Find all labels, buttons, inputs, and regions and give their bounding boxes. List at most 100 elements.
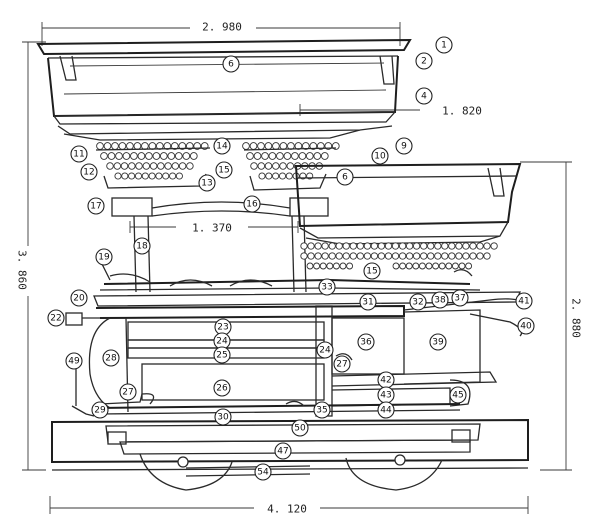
bracket-bead bbox=[118, 142, 127, 150]
bracket-bead bbox=[113, 162, 122, 170]
callout-number: 29 bbox=[94, 406, 106, 416]
callout-circle bbox=[363, 262, 381, 280]
callout-number: 17 bbox=[90, 202, 101, 212]
callout-12: 12 bbox=[80, 163, 98, 181]
callout-circle bbox=[291, 419, 309, 437]
bracket-bead bbox=[313, 152, 322, 160]
lower-roof bbox=[294, 162, 522, 245]
bracket-bead bbox=[170, 142, 179, 150]
bracket-bead bbox=[178, 162, 187, 170]
callout-circle bbox=[333, 355, 351, 373]
bracket-bead bbox=[164, 162, 172, 170]
bracket-bead bbox=[309, 142, 318, 150]
callout-number: 27 bbox=[122, 388, 133, 398]
bracket-bead bbox=[264, 142, 273, 150]
callout-40: 40 bbox=[517, 317, 535, 335]
callout-39: 39 bbox=[429, 333, 447, 351]
callout-number: 4 bbox=[421, 92, 427, 102]
callout-circle bbox=[357, 333, 375, 351]
callout-number: 32 bbox=[412, 298, 423, 308]
callout-number: 38 bbox=[434, 296, 446, 306]
bracket-bead bbox=[276, 152, 284, 160]
bracket-bead bbox=[441, 242, 449, 250]
bracket-bead bbox=[427, 242, 435, 250]
dimension-total-height: 3. 860 bbox=[14, 41, 46, 471]
bracket-bead bbox=[346, 262, 354, 270]
dim-upper-right-label: 1. 820 bbox=[442, 105, 482, 118]
callout-number: 9 bbox=[401, 142, 407, 152]
bracket-bead bbox=[182, 152, 191, 160]
callout-number: 15 bbox=[218, 166, 229, 176]
bracket-bead bbox=[384, 252, 393, 260]
bracket-bead bbox=[264, 162, 273, 170]
callout-circle bbox=[415, 52, 433, 70]
callout-number: 45 bbox=[452, 391, 463, 401]
bracket-bead bbox=[405, 252, 414, 260]
bracket-bead bbox=[272, 142, 280, 150]
callout-44: 44 bbox=[377, 401, 395, 419]
callout-14: 14 bbox=[213, 137, 231, 155]
bracket-bead bbox=[265, 172, 273, 180]
callout-circle bbox=[431, 291, 449, 309]
bracket-bead bbox=[405, 262, 413, 270]
callout-6: 6 bbox=[336, 168, 354, 186]
bracket-bead bbox=[111, 142, 119, 150]
bracket-bead bbox=[451, 262, 459, 270]
bracket-bead bbox=[257, 162, 266, 170]
dim-base-width-label: 4. 120 bbox=[267, 503, 307, 516]
callout-number: 15 bbox=[366, 267, 377, 277]
callout-circle bbox=[377, 401, 395, 419]
bracket-bead bbox=[307, 242, 315, 250]
bracket-bead bbox=[189, 152, 198, 160]
bracket-bead bbox=[445, 262, 453, 270]
callout-22: 22 bbox=[47, 309, 65, 327]
bracket-bead bbox=[175, 172, 183, 180]
bracket-bead bbox=[305, 152, 314, 160]
callout-17: 17 bbox=[87, 197, 105, 215]
callout-number: 33 bbox=[321, 283, 332, 293]
bracket-bead bbox=[121, 172, 129, 180]
bracket-bead bbox=[107, 152, 116, 160]
bracket-bead bbox=[455, 242, 463, 250]
bracket-bead bbox=[106, 162, 114, 170]
bracket-bead bbox=[298, 152, 307, 160]
bracket-bead bbox=[133, 142, 142, 150]
bracket-bead bbox=[130, 152, 138, 160]
callout-number: 37 bbox=[454, 294, 465, 304]
callout-28: 28 bbox=[102, 349, 120, 367]
callout-circle bbox=[198, 174, 216, 192]
callout-number: 40 bbox=[520, 322, 532, 332]
bracket-bead bbox=[455, 252, 463, 260]
callout-circle bbox=[213, 137, 231, 155]
callout-circle bbox=[215, 161, 233, 179]
callout-circle bbox=[119, 383, 137, 401]
bracket-bead bbox=[349, 252, 357, 260]
bracket-bead bbox=[279, 162, 287, 170]
bracket-bead bbox=[128, 162, 136, 170]
bracket-bead bbox=[427, 252, 435, 260]
callout-number: 10 bbox=[374, 152, 386, 162]
callout-number: 1 bbox=[441, 41, 447, 51]
bracket-bead bbox=[135, 162, 143, 170]
bracket-bead bbox=[155, 172, 163, 180]
bracket-bead bbox=[313, 262, 321, 270]
bracket-bead bbox=[432, 262, 440, 270]
callout-31: 31 bbox=[359, 293, 377, 311]
dim-middle-span-label: 1. 370 bbox=[192, 222, 232, 235]
callout-number: 47 bbox=[277, 447, 288, 457]
callout-number: 27 bbox=[336, 360, 347, 370]
callout-circle bbox=[395, 137, 413, 155]
callout-27: 27 bbox=[119, 383, 137, 401]
bracket-bead bbox=[377, 252, 386, 260]
callout-42: 42 bbox=[377, 371, 395, 389]
callout-41: 41 bbox=[515, 292, 533, 310]
bracket-bead bbox=[137, 152, 146, 160]
dimension-right-height: 2. 880 bbox=[520, 161, 586, 471]
bracket-bead bbox=[349, 242, 357, 250]
bracket-bead bbox=[398, 252, 407, 260]
bracket-bead bbox=[253, 152, 262, 160]
bracket-bead bbox=[434, 252, 442, 260]
callout-number: 13 bbox=[201, 179, 212, 189]
callout-number: 12 bbox=[83, 168, 94, 178]
